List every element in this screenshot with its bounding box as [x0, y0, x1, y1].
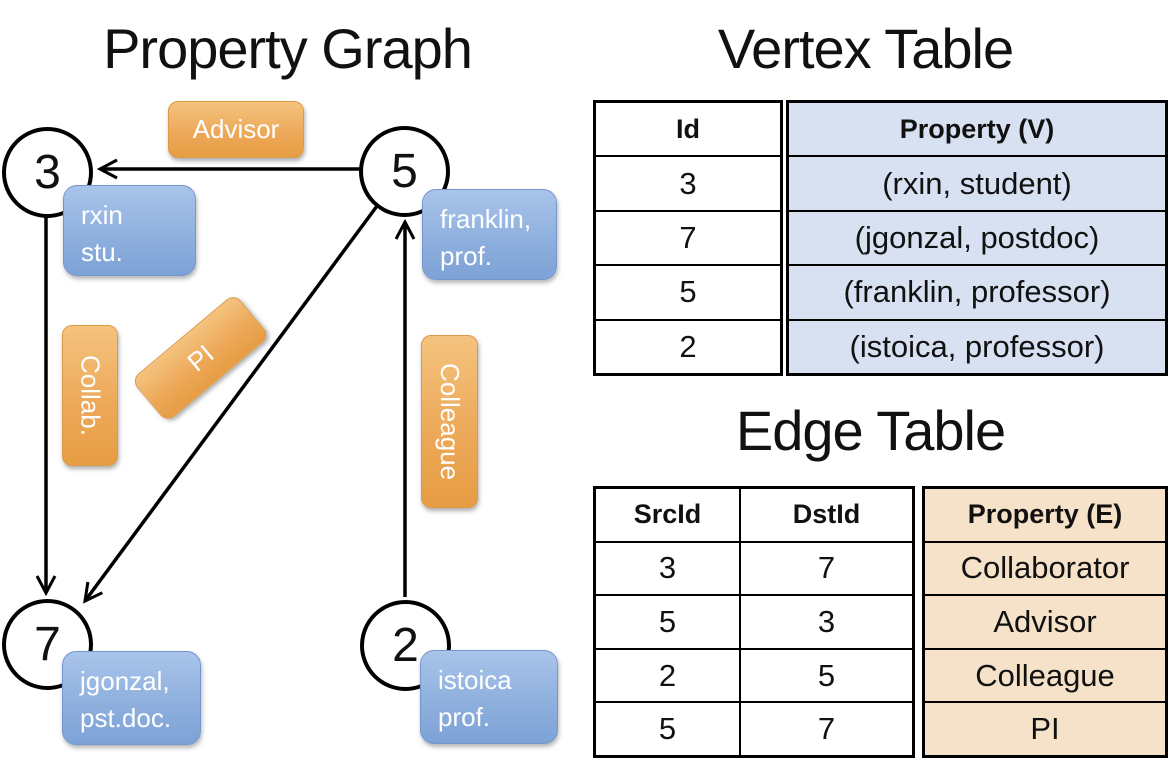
table-cell: 5 [658, 711, 677, 747]
vertex-property-line: pst.doc. [80, 703, 172, 733]
vertex-table-title: Vertex Table [717, 17, 1014, 80]
table-cell: 3 [658, 550, 677, 586]
table-cell: 3 [739, 596, 912, 648]
table-cell: Collaborator [925, 540, 1165, 595]
edge-label-collab: Collab. [62, 325, 118, 466]
vertex-property-line: istoica [438, 665, 512, 695]
property-graph-title: Property Graph [103, 17, 473, 80]
table-cell: (rxin, student) [789, 155, 1165, 209]
edge-table-id-columns: SrcId DstId 3 7 5 3 2 5 5 7 [593, 486, 915, 758]
edge-table-title: Edge Table [735, 399, 1006, 462]
vertex-property-box-5: franklin, prof. [422, 189, 557, 280]
table-row: 5 7 [596, 701, 912, 755]
node-7-id: 7 [34, 618, 61, 671]
graph-edges-arrows [0, 0, 585, 760]
table-cell: 7 [596, 209, 780, 264]
vertex-property-line: prof. [438, 702, 491, 732]
table-cell: 5 [658, 603, 677, 639]
table-row: 2 5 [596, 647, 912, 702]
node-2-id: 2 [392, 619, 419, 672]
graph-node-5: 5 [359, 126, 450, 217]
vertex-property-box-3: rxin stu. [63, 185, 196, 276]
node-3-id: 3 [34, 146, 61, 199]
vertex-property-line: stu. [81, 237, 123, 267]
edge-table-property-column: Property (E) Collaborator Advisor Collea… [922, 486, 1168, 758]
vertex-table-id-header: Id [676, 113, 700, 144]
edge-label-colleague: Colleague [421, 335, 478, 508]
edge-table-property-header: Property (E) [967, 499, 1123, 530]
vertex-property-box-7: jgonzal, pst.doc. [62, 651, 201, 745]
table-cell: (jgonzal, postdoc) [789, 209, 1165, 264]
graph-node-2: 2 [360, 600, 451, 691]
vertex-property-line: jgonzal, [80, 666, 170, 696]
table-cell: 3 [596, 155, 780, 209]
table-row: 3 7 [596, 540, 912, 595]
vertex-property-box-2: istoica prof. [420, 650, 558, 744]
vertex-property-line: rxin [81, 200, 123, 230]
vertex-table-property-header: Property (V) [899, 113, 1055, 144]
table-cell: 7 [739, 703, 912, 755]
vertex-table-property-column: Property (V) (rxin, student) (jgonzal, p… [786, 100, 1168, 376]
node-5-id: 5 [391, 145, 418, 198]
table-cell: Advisor [925, 594, 1165, 648]
edge-table-dstid-header: DstId [739, 489, 912, 541]
vertex-property-line: prof. [440, 241, 493, 271]
table-cell: PI [925, 701, 1165, 755]
table-cell: 2 [658, 657, 677, 693]
table-row: 5 3 [596, 594, 912, 648]
edge-label-advisor: Advisor [168, 101, 304, 158]
table-cell: 5 [596, 264, 780, 318]
vertex-table-id-column: Id 3 7 5 2 [593, 100, 783, 376]
table-cell: 7 [739, 542, 912, 595]
table-cell: (istoica, professor) [789, 318, 1165, 373]
vertex-property-line: franklin, [440, 204, 532, 234]
edge-table-srcid-header: SrcId [633, 499, 702, 530]
table-cell: Colleague [925, 647, 1165, 702]
property-graph-panel: Property Graph 3 5 7 2 Advisor Collab. P [0, 0, 585, 760]
table-cell: 2 [596, 318, 780, 373]
edge-pi-5-to-7 [85, 204, 379, 601]
table-cell: (franklin, professor) [789, 264, 1165, 318]
table-cell: 5 [739, 649, 912, 702]
